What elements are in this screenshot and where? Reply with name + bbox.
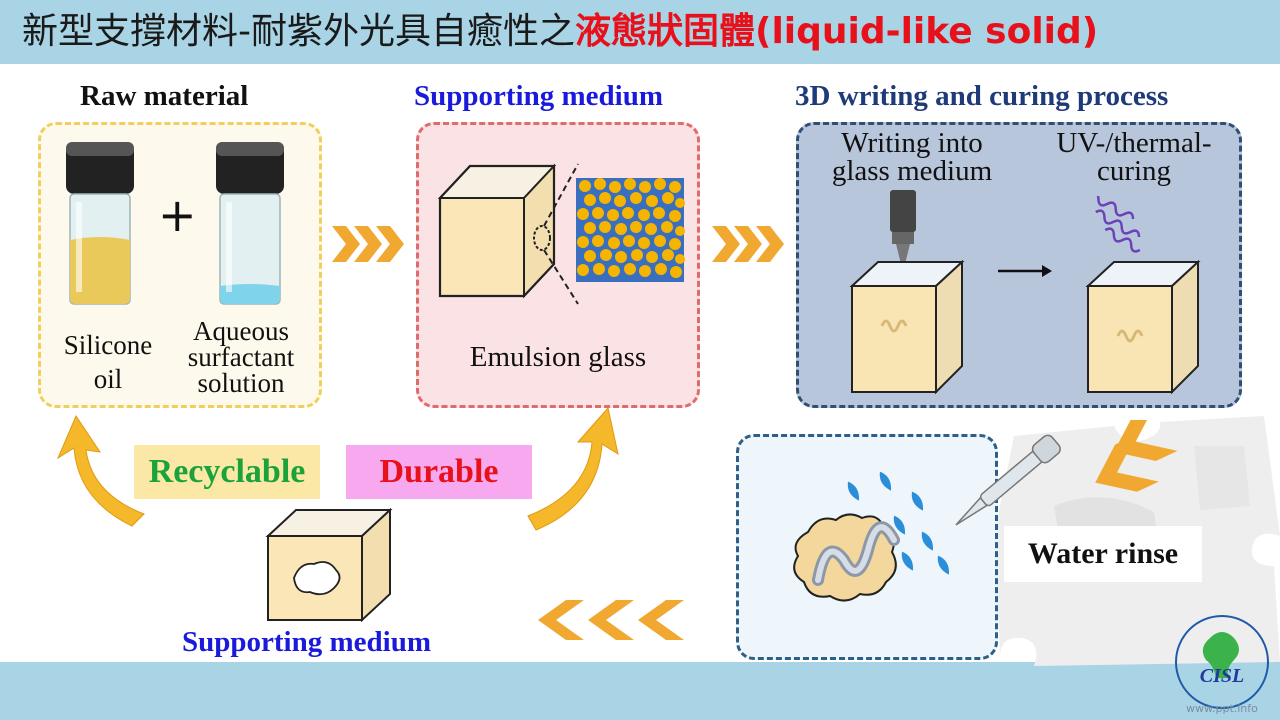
uv-cured-cube — [1085, 196, 1201, 395]
emulsion-glass-label: Emulsion glass — [469, 341, 647, 373]
plus-sign: + — [158, 188, 197, 242]
aqueous-solution-label: Aqueous surfactant solution — [187, 316, 295, 398]
silicone-oil-vial — [66, 142, 134, 305]
writing-curing-heading: 3D writing and curing process — [795, 80, 1169, 112]
writing-step-label: Writing into glass medium — [831, 127, 993, 187]
dropper-icon — [955, 434, 1061, 526]
raw-material-heading: Raw material — [80, 80, 249, 112]
durable-tag: Durable — [346, 445, 532, 499]
logo-text: CISL — [1200, 665, 1244, 687]
rinse-chevron-arrows — [1095, 420, 1178, 492]
title-highlight: 液態狀固體(liquid-like solid) — [575, 11, 1099, 52]
supporting-medium-heading: Supporting medium — [414, 80, 663, 112]
return-arrow — [538, 600, 684, 640]
reused-medium-cube — [265, 507, 393, 623]
process-arrow-2 — [712, 226, 784, 262]
page-title: 新型支撐材料-耐紫外光具自癒性之液態狀固體(liquid-like solid) — [22, 11, 1099, 52]
emulsion-glass-cube — [437, 163, 685, 305]
aqueous-solution-vial — [216, 142, 284, 305]
title-bar — [0, 0, 1280, 64]
recycle-curve-arrow-left — [56, 414, 145, 527]
reused-medium-label: Supporting medium — [182, 626, 431, 658]
water-rinse-label: Water rinse — [1004, 526, 1202, 582]
durable-curve-arrow-right — [527, 406, 619, 531]
silicone-oil-label: Silicone oil — [63, 330, 153, 394]
writing-nozzle-cube — [849, 190, 965, 395]
process-arrow-1 — [332, 226, 404, 262]
curing-step-label: UV-/thermal- curing — [1056, 127, 1212, 187]
recyclable-tag: Recyclable — [134, 445, 320, 499]
rinsed-structure — [793, 472, 950, 602]
transition-arrow — [998, 265, 1052, 277]
watermark: www.ppt.info — [1186, 702, 1258, 715]
cisl-logo: CISL — [1175, 615, 1269, 709]
footer-bar — [0, 662, 1280, 720]
